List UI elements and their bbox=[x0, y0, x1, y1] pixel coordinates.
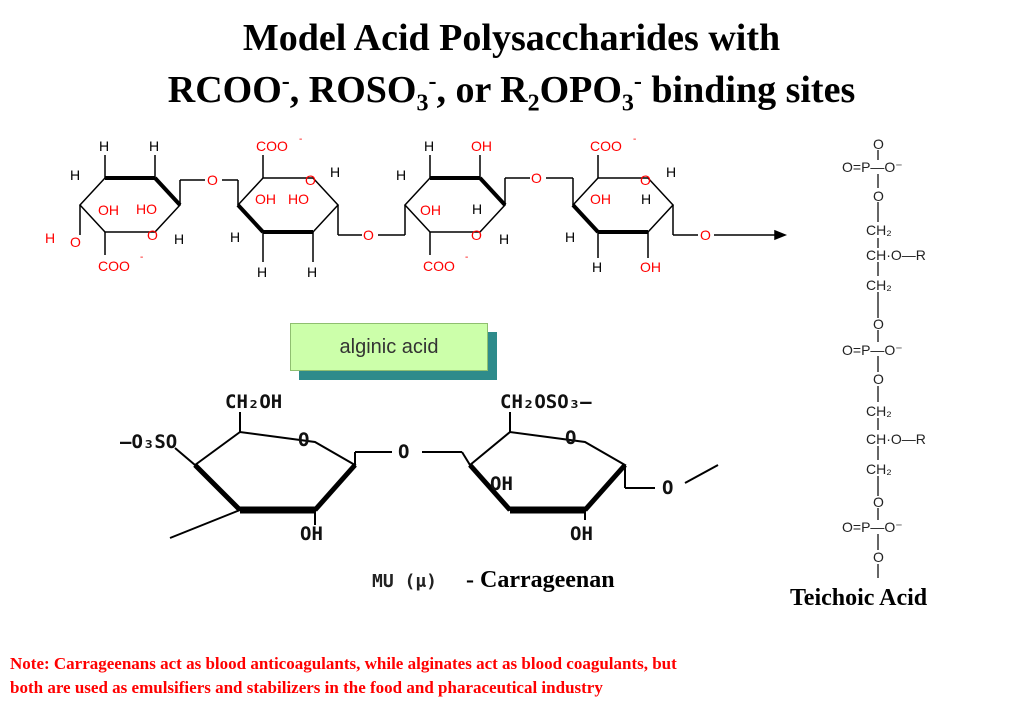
atom-h: H bbox=[565, 229, 575, 245]
atom-o: O bbox=[305, 172, 316, 188]
title-sup-2: - bbox=[428, 68, 437, 95]
carr-ch2oso3: CH₂OSO₃— bbox=[500, 391, 592, 413]
atom-o: O bbox=[70, 234, 81, 250]
charge-minus: - bbox=[140, 252, 143, 263]
atom-coo: COO bbox=[256, 138, 288, 154]
carrageenan-atom-labels: CH₂OH O —O₃SO OH O CH₂OSO₃— O OH OH O bbox=[120, 391, 673, 545]
atom-o: O bbox=[640, 172, 651, 188]
atom-h: H bbox=[396, 167, 406, 183]
charge-minus: - bbox=[633, 134, 636, 145]
title-line-2: RCOO-, ROSO3-, or R2OPO3- binding sites bbox=[0, 68, 1023, 116]
teich-cho-r: CH·O—R bbox=[866, 247, 926, 263]
atom-oh: OH bbox=[471, 138, 492, 154]
atom-oh: OH bbox=[590, 191, 611, 207]
teich-ch2: CH₂ bbox=[866, 461, 892, 477]
teich-phosphate: O=P—O⁻ bbox=[842, 159, 903, 175]
teich-ch2: CH₂ bbox=[866, 403, 892, 419]
alginic-acid-label: alginic acid bbox=[290, 323, 488, 371]
atom-coo: COO bbox=[423, 258, 455, 274]
atom-oh: OH bbox=[255, 191, 276, 207]
teich-ch2: CH₂ bbox=[866, 222, 892, 238]
title-sup-1: - bbox=[281, 68, 290, 95]
atom-h: H bbox=[641, 191, 651, 207]
atom-oh: OH bbox=[640, 259, 661, 275]
note-line-1: Note: Carrageenans act as blood anticoag… bbox=[10, 654, 677, 673]
atom-h: H bbox=[230, 229, 240, 245]
atom-o: O bbox=[700, 227, 711, 243]
atom-o: O bbox=[207, 172, 218, 188]
title-opo: OPO bbox=[539, 69, 622, 111]
atom-o: O bbox=[363, 227, 374, 243]
carr-ring-o: O bbox=[565, 427, 576, 449]
atom-oh: OH bbox=[420, 202, 441, 218]
atom-oh: OH bbox=[98, 202, 119, 218]
title-sup-3: - bbox=[633, 68, 642, 95]
title-roso: , ROSO bbox=[289, 69, 417, 111]
atom-o: O bbox=[147, 227, 158, 243]
charge-minus: - bbox=[299, 134, 302, 145]
teich-o: O bbox=[873, 549, 884, 565]
atom-h: H bbox=[307, 264, 317, 280]
alginate-structure bbox=[78, 155, 788, 262]
title-sub-2: 2 bbox=[527, 90, 540, 117]
atom-h: H bbox=[666, 164, 676, 180]
teich-phosphate: O=P—O⁻ bbox=[842, 519, 903, 535]
atom-coo: COO bbox=[590, 138, 622, 154]
carr-oh: OH bbox=[570, 523, 593, 545]
title-line-1: Model Acid Polysaccharides with bbox=[242, 17, 781, 59]
atom-h: H bbox=[149, 138, 159, 154]
note-text: Note: Carrageenans act as blood anticoag… bbox=[10, 652, 1010, 700]
atom-h: H bbox=[499, 231, 509, 247]
carr-oh: OH bbox=[300, 523, 323, 545]
carrageenan-structure bbox=[169, 412, 719, 539]
carr-ch2oh: CH₂OH bbox=[225, 391, 282, 413]
note-line-2: both are used as emulsifiers and stabili… bbox=[10, 678, 603, 697]
teich-phosphate: O=P—O⁻ bbox=[842, 342, 903, 358]
teich-o: O bbox=[873, 316, 884, 332]
title-or-r: , or R bbox=[436, 69, 528, 111]
teich-o: O bbox=[873, 494, 884, 510]
carr-link-o: O bbox=[398, 441, 409, 463]
teichoic-atom-labels: O O=P—O⁻ O CH₂ CH·O—R CH₂ O O=P—O⁻ O CH₂… bbox=[842, 136, 926, 565]
teich-ch2: CH₂ bbox=[866, 277, 892, 293]
title-binding-sites: binding sites bbox=[641, 69, 856, 111]
atom-h: H bbox=[592, 259, 602, 275]
teich-cho-r: CH·O—R bbox=[866, 431, 926, 447]
atom-h: H bbox=[174, 231, 184, 247]
atom-o: O bbox=[531, 170, 542, 186]
atom-h: H bbox=[472, 201, 482, 217]
teich-o: O bbox=[873, 371, 884, 387]
atom-h: H bbox=[99, 138, 109, 154]
carr-end-o: O bbox=[662, 477, 673, 499]
title-sub-3b: 3 bbox=[621, 90, 634, 117]
atom-h: H bbox=[257, 264, 267, 280]
atom-ho: HO bbox=[136, 201, 157, 217]
atom-h: H bbox=[424, 138, 434, 154]
carr-o3so: —O₃SO bbox=[120, 431, 177, 453]
carr-oh: OH bbox=[490, 473, 513, 495]
atom-h: H bbox=[45, 230, 55, 246]
atom-ho: HO bbox=[288, 191, 309, 207]
atom-coo: COO bbox=[98, 258, 130, 274]
carrageenan-mu-label: MU (μ) bbox=[372, 571, 438, 592]
alginate-atom-labels: H H H H O OH HO O H COO O COO OH HO O H … bbox=[45, 134, 711, 280]
teich-o: O bbox=[873, 188, 884, 204]
atom-h: H bbox=[70, 167, 80, 183]
teich-o: O bbox=[873, 136, 884, 152]
charge-minus: - bbox=[465, 252, 468, 263]
title-rcoo: RCOO bbox=[167, 69, 282, 111]
atom-h: H bbox=[330, 164, 340, 180]
carr-ring-o: O bbox=[298, 429, 309, 451]
carrageenan-label: - Carrageenan bbox=[466, 567, 615, 593]
atom-o: O bbox=[471, 227, 482, 243]
title-sub-3a: 3 bbox=[416, 90, 429, 117]
teichoic-acid-label: Teichoic Acid bbox=[790, 585, 928, 611]
